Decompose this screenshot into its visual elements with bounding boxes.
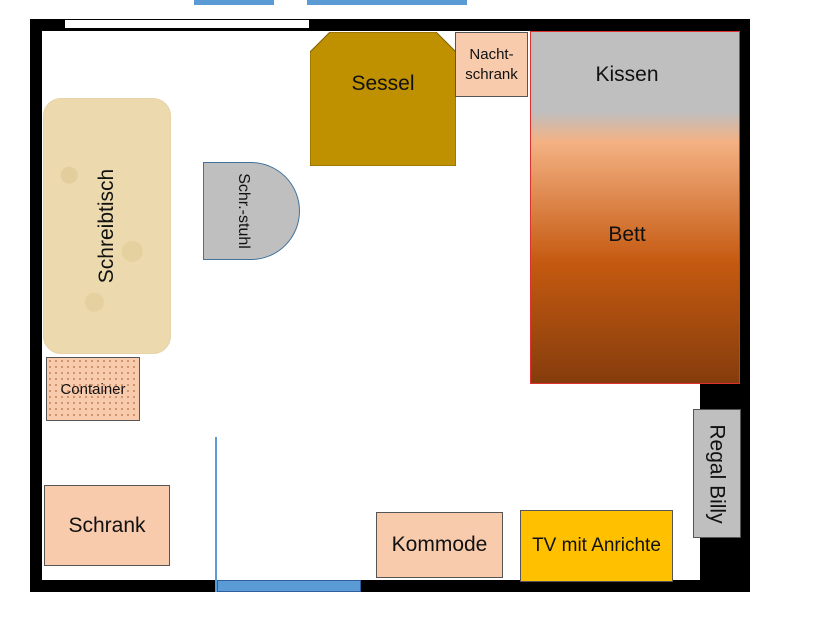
dresser-shape	[376, 512, 503, 578]
dresser-label: Kommode	[391, 533, 488, 556]
nightstand-label-box: Nacht- schrank	[455, 32, 528, 97]
nightstand-label-line2: schrank	[465, 65, 518, 83]
armchair-shape	[310, 32, 456, 166]
wardrobe-label: Schrank	[68, 513, 146, 537]
desk-label: Schreibtisch	[94, 168, 118, 284]
desk-label-box: Schreibtisch	[43, 98, 171, 354]
shelf-label-box: Regal Billy	[693, 409, 741, 538]
window-top-right	[307, 0, 467, 5]
tv-cabinet-label: TV mit Anrichte	[532, 535, 661, 556]
wardrobe-shape	[44, 485, 170, 566]
pillow-label: Kissen	[595, 63, 659, 86]
shelf-shape	[693, 409, 741, 538]
shelf-label: Regal Billy	[706, 423, 729, 524]
nightstand-shape	[455, 32, 528, 97]
tv-cabinet-shape	[520, 510, 673, 582]
container-shape	[46, 357, 140, 421]
door-swing-line	[215, 437, 217, 592]
window-top-left	[194, 0, 274, 5]
armchair-label: Sessel	[351, 72, 415, 95]
bed-label: Bett	[608, 223, 646, 246]
desk-shape	[43, 98, 171, 354]
door-opening	[217, 580, 361, 592]
container-label: Container	[60, 380, 126, 398]
bed-shape	[530, 31, 740, 384]
desk-chair-label-box: Schr.-stuhl	[203, 162, 283, 260]
desk-chair-label: Schr.-stuhl	[235, 173, 252, 249]
wall-window-opening	[64, 19, 310, 29]
nightstand-label-line1: Nacht-	[469, 45, 514, 63]
desk-chair-shape	[203, 162, 300, 260]
